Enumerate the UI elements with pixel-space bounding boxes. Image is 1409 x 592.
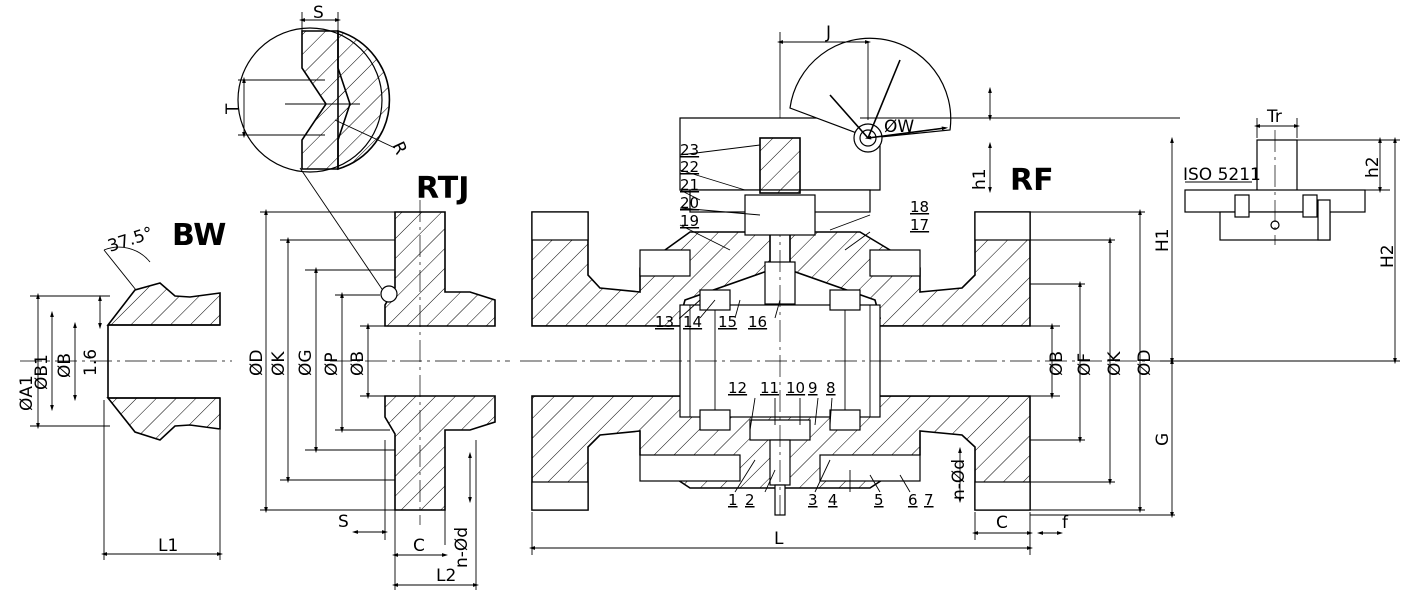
part-13: 13: [655, 313, 674, 331]
part-18: 18: [910, 198, 929, 216]
part-17: 17: [910, 216, 929, 234]
b-bw-dim: ØB: [55, 353, 75, 378]
tr-dim: Tr: [1266, 107, 1282, 127]
k-rtj-dim: ØK: [269, 351, 289, 376]
rtj-flange: [260, 200, 510, 590]
part-4: 4: [828, 491, 838, 509]
d-rf-dim: ØD: [1135, 350, 1155, 376]
b1-dim: ØB1: [32, 354, 52, 390]
angle-dim: 37.5°: [105, 223, 155, 256]
c-rtj-dim: C: [413, 536, 425, 556]
part-22: 22: [680, 158, 699, 176]
a1-dim: ØA1: [17, 375, 37, 411]
rtj-groove-detail: [237, 12, 396, 293]
b-rf-dim: ØB: [1047, 351, 1067, 376]
s-top-dim: S: [313, 3, 324, 23]
part-14: 14: [683, 313, 702, 331]
l2-dim: L2: [436, 566, 456, 586]
h1-dim: H1: [1153, 228, 1173, 252]
part-19: 19: [680, 212, 699, 230]
g-dim: G: [1153, 433, 1173, 446]
nd-rtj-dim: n-Ød: [452, 527, 472, 568]
f-small-dim: f: [1062, 513, 1069, 533]
gear-operator: [679, 37, 952, 236]
part-1: 1: [728, 491, 738, 509]
part-3: 3: [808, 491, 818, 509]
part-15: 15: [718, 313, 737, 331]
h2-small-dim: h2: [1363, 156, 1383, 178]
part-8: 8: [826, 379, 836, 397]
iso-label: ISO 5211: [1183, 165, 1261, 185]
part-23: 23: [680, 141, 699, 159]
part-6: 6: [908, 491, 918, 509]
part-7: 7: [924, 491, 934, 509]
part-12: 12: [728, 379, 747, 397]
nd-rf-dim: n-Ød: [949, 459, 969, 500]
part-2: 2: [745, 491, 755, 509]
c-rf-dim: C: [996, 513, 1008, 533]
d-rtj-dim: ØD: [247, 350, 267, 376]
rf-dimensions: [528, 136, 1400, 555]
l-dim: L: [774, 529, 784, 549]
part-10: 10: [786, 379, 805, 397]
part-leaders-bottom: [734, 397, 911, 493]
part-16: 16: [748, 313, 767, 331]
t-dim: T: [223, 103, 243, 115]
rf-label: RF: [1010, 163, 1054, 198]
w-dim: ØW: [884, 117, 914, 137]
r-dim: R: [387, 139, 410, 158]
v16-dim: 1.6: [81, 349, 101, 376]
bw-label: BW: [172, 218, 226, 253]
part-5: 5: [874, 491, 884, 509]
p-dim: ØP: [322, 352, 342, 376]
g-rtj-dim: ØG: [296, 349, 316, 376]
h1-small-dim: h1: [970, 168, 990, 190]
j-dim: J: [825, 23, 831, 43]
k-rf-dim: ØK: [1105, 351, 1125, 376]
bw-weld-end: [20, 246, 232, 560]
b-rtj-dim: ØB: [348, 351, 368, 376]
s-bottom-dim: S: [338, 512, 349, 532]
valve-body-section: [520, 110, 1160, 516]
part-leaders-top: [679, 144, 871, 319]
part-20: 20: [680, 194, 699, 212]
f-rf-dim: ØF: [1075, 353, 1095, 376]
part-11: 11: [760, 379, 779, 397]
rtj-label: RTJ: [416, 171, 469, 206]
iso-mounting-view: [1184, 118, 1400, 365]
h2-dim: H2: [1378, 244, 1398, 268]
part-21: 21: [680, 176, 699, 194]
l1-dim: L1: [158, 536, 178, 556]
part-9: 9: [808, 379, 818, 397]
